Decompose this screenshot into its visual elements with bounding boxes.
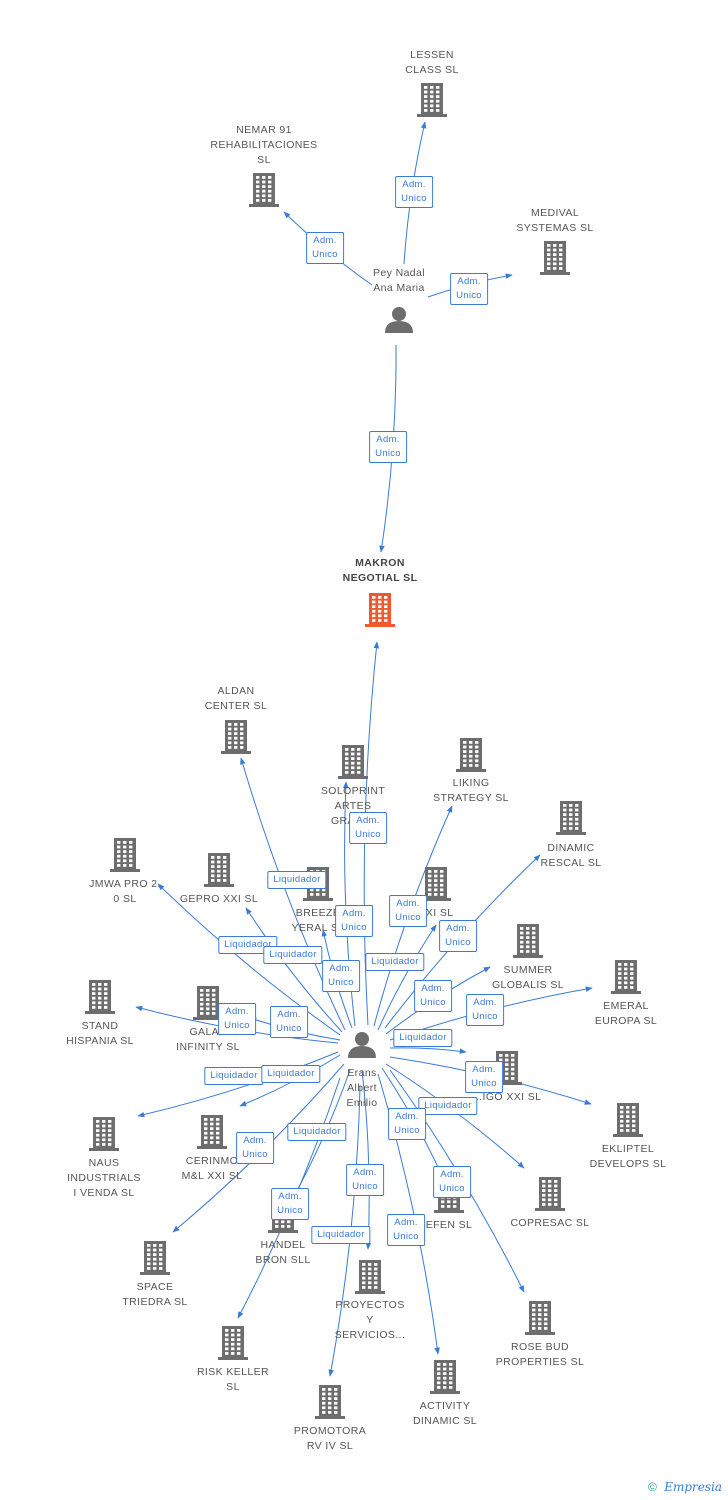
edge-label-erans-soloprint[interactable]: Adm. Unico	[335, 905, 373, 937]
building-icon[interactable]	[85, 980, 115, 1014]
footer: © Empresia	[648, 1480, 722, 1494]
edge-label-erans-ekliptel[interactable]: Adm. Unico	[465, 1061, 503, 1093]
edge-label-erans-breeze[interactable]: Adm. Unico	[322, 960, 360, 992]
building-icon[interactable]	[89, 1117, 119, 1151]
copyright-icon: ©	[648, 1480, 657, 1494]
building-icon[interactable]	[430, 1360, 460, 1394]
building-icon[interactable]	[513, 924, 543, 958]
edge-label-erans-emeral[interactable]: Adm. Unico	[466, 994, 504, 1026]
edge-label-erans-gepro[interactable]: Liquidador	[263, 946, 323, 964]
edge-label-erans-efen[interactable]: Adm. Unico	[388, 1108, 426, 1140]
building-icon[interactable]	[417, 83, 447, 117]
edge-label-erans-xxisl[interactable]: Liquidador	[365, 953, 425, 971]
node-label-cerinmo[interactable]: CERINMO M&L XXI SL	[181, 1155, 243, 1182]
node-label-lessen[interactable]: LESSEN CLASS SL	[405, 49, 459, 76]
edge-label-erans-liking[interactable]: Adm. Unico	[389, 895, 427, 927]
brand-logo[interactable]: Empresia	[664, 1480, 722, 1494]
edge-label-erans-promotora[interactable]: Adm. Unico	[346, 1164, 384, 1196]
edge-label-pey-nemar[interactable]: Adm. Unico	[306, 232, 344, 264]
edge-label-erans-stand[interactable]: Adm. Unico	[218, 1003, 256, 1035]
building-icon[interactable]	[540, 241, 570, 275]
building-icon[interactable]	[249, 173, 279, 207]
building-icon[interactable]	[193, 986, 223, 1020]
node-label-ekliptel[interactable]: EKLIPTEL DEVELOPS SL	[589, 1143, 667, 1170]
edge-label-erans-risk[interactable]: Adm. Unico	[271, 1188, 309, 1220]
edge-label-erans-copresac[interactable]: Liquidador	[418, 1097, 478, 1115]
building-icon[interactable]	[140, 1241, 170, 1275]
edge-label-pey-lessen[interactable]: Adm. Unico	[395, 176, 433, 208]
edge-label-erans-aldan[interactable]: Liquidador	[267, 871, 327, 889]
node-label-dinamic[interactable]: DINAMIC RESCAL SL	[540, 842, 602, 869]
edge-label-erans-dinamic[interactable]: Adm. Unico	[439, 920, 477, 952]
building-icon[interactable]	[221, 720, 251, 754]
edge-erans-jmwa	[157, 883, 341, 1036]
edge-label-erans-handel[interactable]: Liquidador	[287, 1123, 347, 1141]
node-label-erans[interactable]: Erans Albert Emilio	[346, 1067, 378, 1109]
building-icon[interactable]	[218, 1326, 248, 1360]
node-label-jmwa[interactable]: JMWA PRO 2. 0 SL	[89, 878, 161, 905]
building-icon[interactable]	[456, 738, 486, 772]
edge-erans-aldan	[240, 757, 346, 1031]
node-label-stand[interactable]: STAND HISPANIA SL	[66, 1020, 134, 1047]
building-icon[interactable]	[525, 1301, 555, 1335]
edge-label-pey-medival[interactable]: Adm. Unico	[450, 273, 488, 305]
node-label-medival[interactable]: MEDIVAL SYSTEMAS SL	[516, 207, 594, 234]
building-icon[interactable]	[110, 838, 140, 872]
node-label-liking[interactable]: LIKING STRATEGY SL	[433, 777, 509, 804]
building-icon[interactable]	[611, 960, 641, 994]
edge-label-erans-galax[interactable]: Adm. Unico	[270, 1006, 308, 1038]
node-label-indigo[interactable]: ...IGO XXI SL	[472, 1091, 542, 1103]
building-icon[interactable]	[338, 745, 368, 779]
node-label-copresac[interactable]: COPRESAC SL	[510, 1217, 590, 1229]
node-label-proyectos[interactable]: PROYECTOS Y SERVICIOS...	[334, 1299, 406, 1341]
edge-label-pey-makron[interactable]: Adm. Unico	[369, 431, 407, 463]
edge-label-erans-proyectos[interactable]: Liquidador	[311, 1226, 371, 1244]
nodes-layer	[85, 83, 643, 1419]
node-label-naus[interactable]: NAUS INDUSTRIALS I VENDA SL	[67, 1157, 141, 1199]
edge-erans-xxisl	[377, 924, 437, 1031]
building-icon[interactable]	[197, 1115, 227, 1149]
building-icon[interactable]	[315, 1385, 345, 1419]
building-icon[interactable]	[204, 853, 234, 887]
edge-erans-soloprint	[342, 781, 356, 1027]
edge-label-erans-space[interactable]: Adm. Unico	[236, 1132, 274, 1164]
edge-label-erans-activity[interactable]: Adm. Unico	[387, 1214, 425, 1246]
edge-erans-naus	[137, 1051, 339, 1118]
node-label-aldan[interactable]: ALDAN CENTER SL	[204, 685, 268, 712]
building-icon[interactable]	[556, 801, 586, 835]
node-label-risk[interactable]: RISK KELLER SL	[196, 1366, 270, 1393]
edge-label-erans-indigo[interactable]: Liquidador	[393, 1029, 453, 1047]
edge-erans-indigo	[389, 1047, 467, 1054]
node-label-summer[interactable]: SUMMER GLOBALIS SL	[491, 964, 565, 991]
node-label-emeral[interactable]: EMERAL EUROPA SL	[594, 1000, 658, 1027]
edge-label-erans-makron[interactable]: Adm. Unico	[349, 812, 387, 844]
node-label-gepro[interactable]: GEPRO XXI SL	[179, 893, 259, 905]
node-label-promotora[interactable]: PROMOTORA RV IV SL	[293, 1425, 367, 1452]
node-label-galax[interactable]: GALAX INFINITY SL	[176, 1026, 240, 1053]
node-label-handel[interactable]: HANDEL BRON SLL	[255, 1239, 311, 1266]
node-label-nemar[interactable]: NEMAR 91 REHABILITACIONES SL	[210, 124, 318, 166]
person-icon[interactable]	[385, 307, 413, 333]
edge-label-erans-jmwa[interactable]: Liquidador	[218, 936, 278, 954]
node-label-activity[interactable]: ACTIVITY DINAMIC SL	[412, 1400, 478, 1427]
building-icon[interactable]	[613, 1103, 643, 1137]
edge-label-erans-rosebud[interactable]: Adm. Unico	[433, 1166, 471, 1198]
person-icon[interactable]	[348, 1032, 376, 1058]
edge-label-erans-naus[interactable]: Liquidador	[204, 1067, 264, 1085]
building-icon[interactable]	[535, 1177, 565, 1211]
building-icon[interactable]	[365, 593, 395, 627]
node-label-rosebud[interactable]: ROSE BUD PROPERTIES SL	[495, 1341, 585, 1368]
node-label-efen[interactable]: EFEN SL	[425, 1219, 473, 1231]
edge-label-erans-cerinmo[interactable]: Liquidador	[261, 1065, 321, 1083]
node-label-pey[interactable]: Pey Nadal Ana Maria	[372, 267, 426, 294]
building-icon[interactable]	[421, 867, 451, 901]
edge-erans-gepro	[245, 907, 343, 1033]
edge-label-erans-summer[interactable]: Adm. Unico	[414, 980, 452, 1012]
node-label-space[interactable]: SPACE TRIEDRA SL	[122, 1281, 188, 1308]
node-label-makron[interactable]: MAKRON NEGOTIAL SL	[342, 557, 418, 584]
building-icon[interactable]	[355, 1260, 385, 1294]
